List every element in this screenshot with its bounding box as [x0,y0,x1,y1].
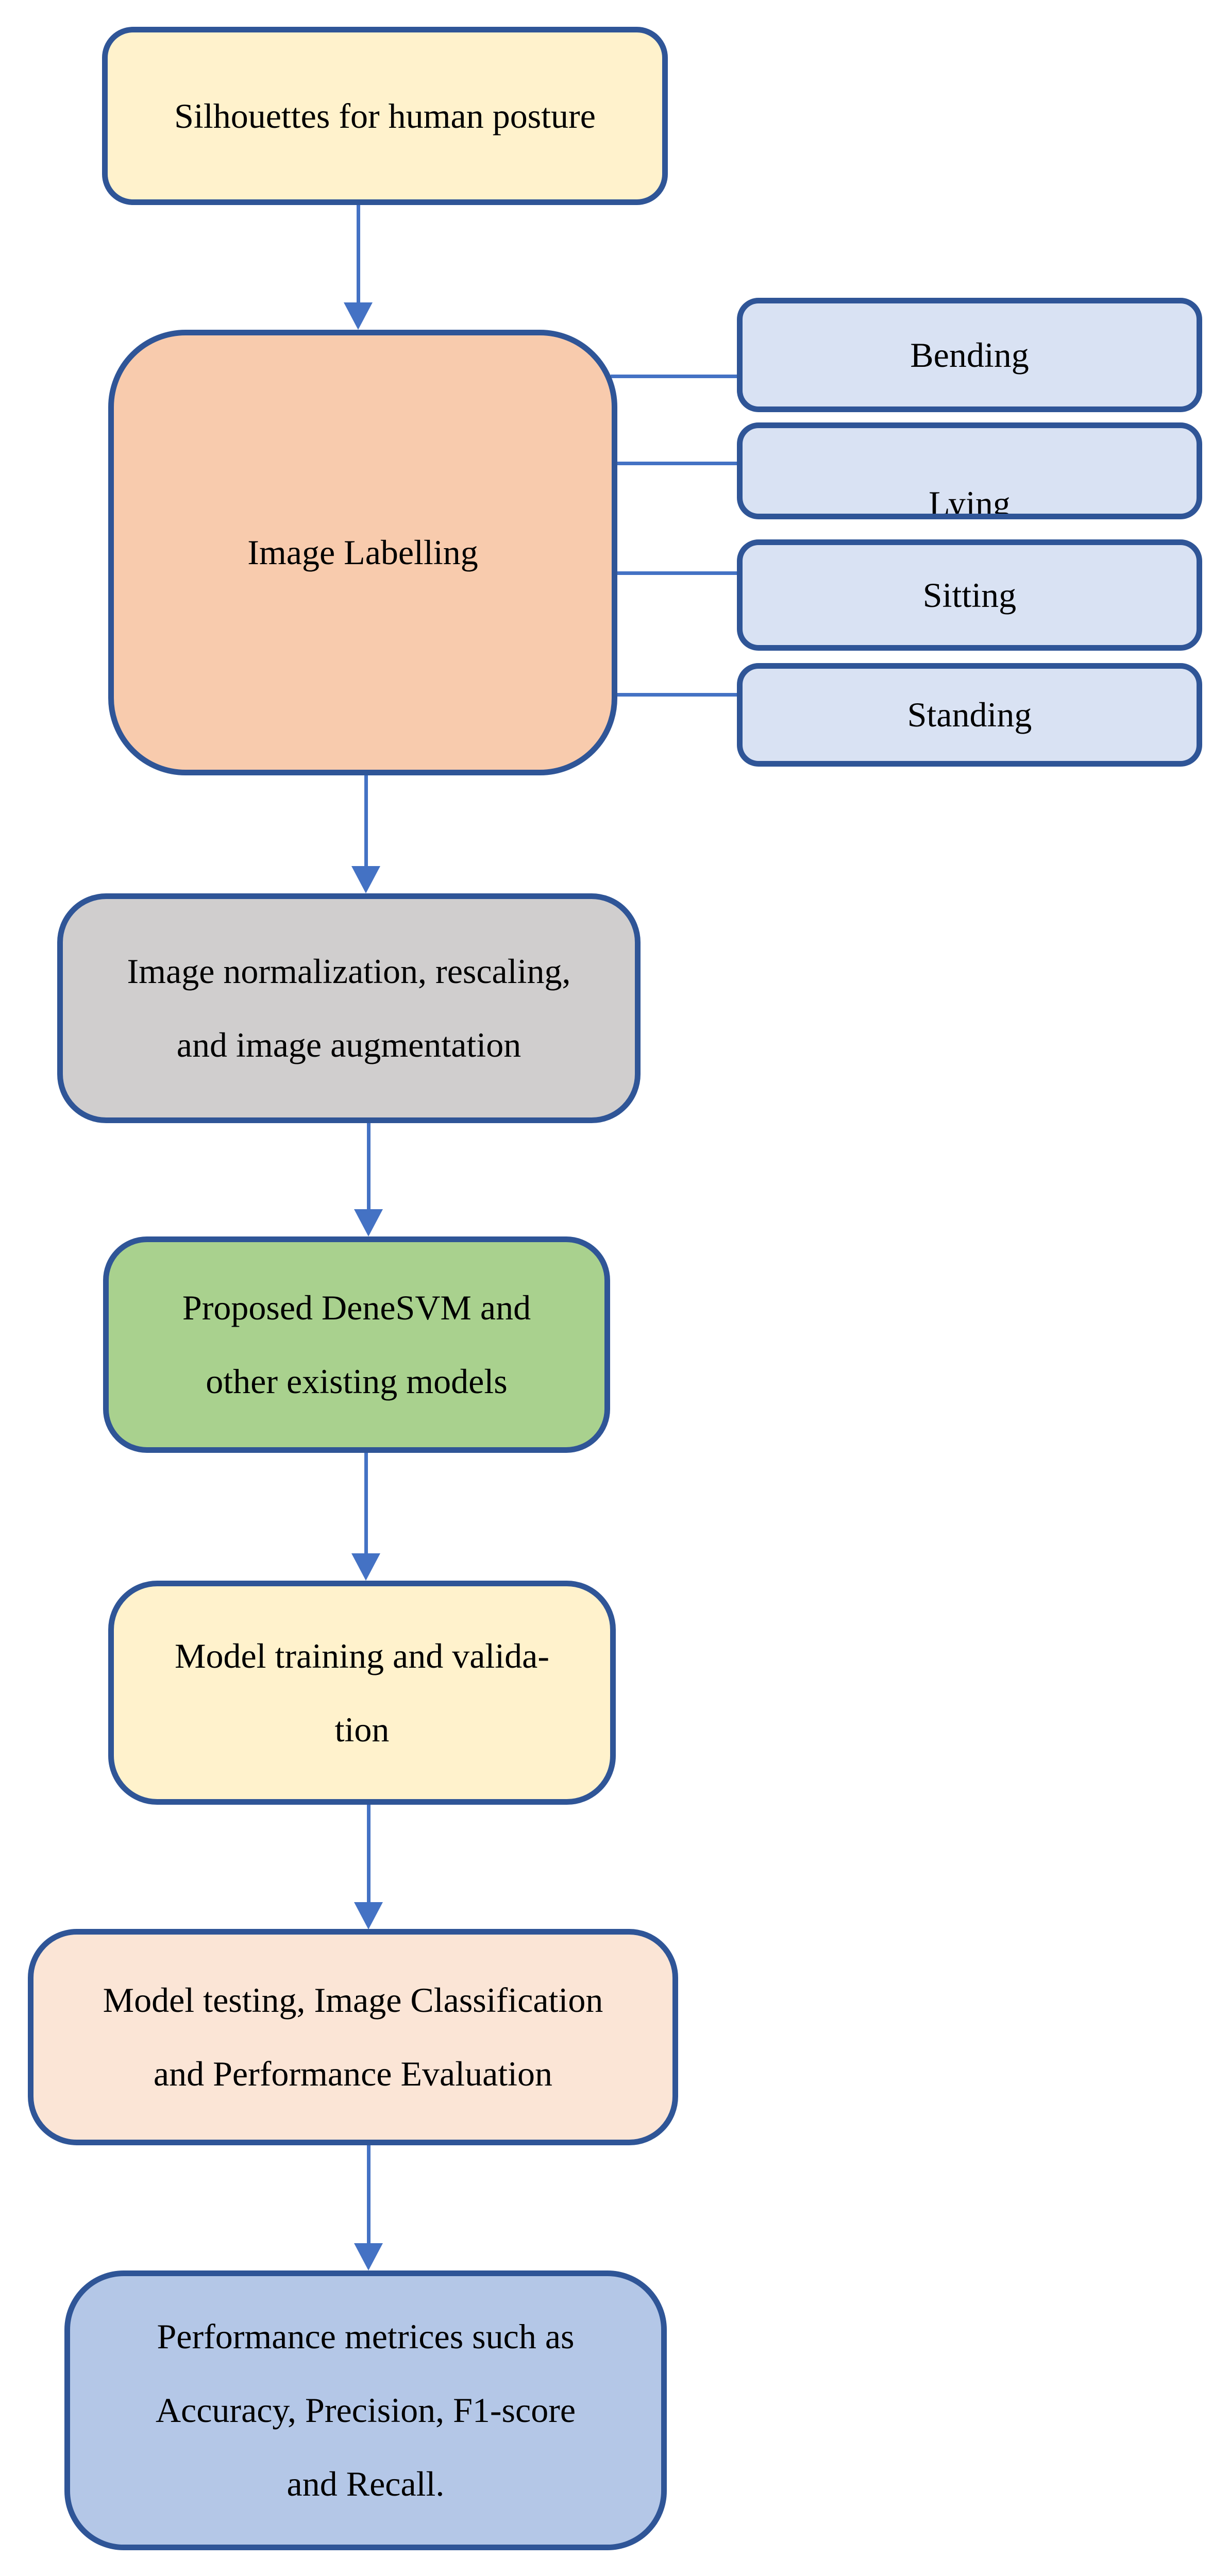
node-silhouettes-label: Silhouettes for human posture [174,79,596,153]
node-lying: Lying [737,422,1202,519]
node-normalization-line-2: and image augmentation [176,1025,521,1064]
node-standing-label: Standing [907,678,1032,752]
arrow-head-icon [354,1209,383,1236]
node-proposed-model-line-1: Proposed DeneSVM and [182,1288,531,1328]
connector-line-sitting [611,571,739,575]
node-silhouettes-line: Silhouettes for human posture [174,96,596,135]
node-proposed-model-label: Proposed DeneSVM and other existing mode… [182,1271,531,1418]
node-image-labelling-label: Image Labelling [247,516,478,589]
node-testing-evaluation: Model testing, Image Classification and … [28,1929,678,2145]
arrow-head-icon [354,1902,383,1929]
node-silhouettes: Silhouettes for human posture [102,27,668,205]
node-lying-line: Lying [929,484,1011,519]
node-performance-metrics: Performance metrices such as Accuracy, P… [64,2270,667,2550]
node-training-validation: Model training and valida- tion [108,1581,616,1805]
node-proposed-model-line-2: other existing models [206,1362,508,1401]
node-training-validation-line-2: tion [334,1709,390,1749]
connector-line-bending [611,375,739,378]
node-testing-evaluation-line-1: Model testing, Image Classification [103,1980,603,2020]
connector-line-standing [611,693,739,697]
down-arrow-6 [354,2145,383,2270]
node-sitting-label: Sitting [923,558,1016,632]
node-standing: Standing [737,663,1202,767]
arrow-head-icon [351,1553,380,1581]
arrow-stem [367,1805,371,1906]
arrow-head-icon [354,2243,383,2270]
arrow-head-icon [344,302,373,330]
node-bending-line: Bending [910,335,1029,375]
node-bending-label: Bending [910,318,1029,392]
arrow-stem [367,2145,371,2247]
arrow-stem [367,1123,371,1213]
node-performance-metrics-line-1: Performance metrices such as [157,2317,575,2357]
connector-line-lying [611,462,739,465]
node-image-labelling: Image Labelling [108,330,617,775]
node-normalization-label: Image normalization, rescaling, and imag… [127,935,571,1082]
arrow-head-icon [351,866,380,893]
arrow-stem [364,1453,368,1557]
down-arrow-3 [354,1123,383,1236]
node-proposed-model: Proposed DeneSVM and other existing mode… [103,1236,610,1453]
node-image-labelling-line: Image Labelling [247,533,478,572]
node-performance-metrics-line-2: Accuracy, Precision, F1-score [155,2391,576,2430]
arrow-stem [364,775,368,870]
node-sitting: Sitting [737,539,1202,651]
node-training-validation-line-1: Model training and valida- [174,1636,549,1675]
node-standing-line: Standing [907,695,1032,735]
down-arrow-5 [354,1805,383,1929]
node-bending: Bending [737,298,1202,412]
node-normalization-line-1: Image normalization, rescaling, [127,952,571,991]
down-arrow-1 [344,205,373,330]
down-arrow-2 [351,775,380,893]
node-sitting-line: Sitting [922,575,1017,615]
down-arrow-4 [351,1453,380,1581]
node-normalization: Image normalization, rescaling, and imag… [57,893,641,1123]
node-lying-label: Lying [929,484,1011,519]
node-training-validation-label: Model training and valida- tion [175,1619,549,1767]
node-testing-evaluation-line-2: and Performance Evaluation [153,2054,553,2093]
node-performance-metrics-line-3: and Recall. [287,2464,445,2503]
node-testing-evaluation-label: Model testing, Image Classification and … [103,1963,603,2111]
arrow-stem [357,205,360,306]
node-performance-metrics-label: Performance metrices such as Accuracy, P… [156,2300,576,2520]
